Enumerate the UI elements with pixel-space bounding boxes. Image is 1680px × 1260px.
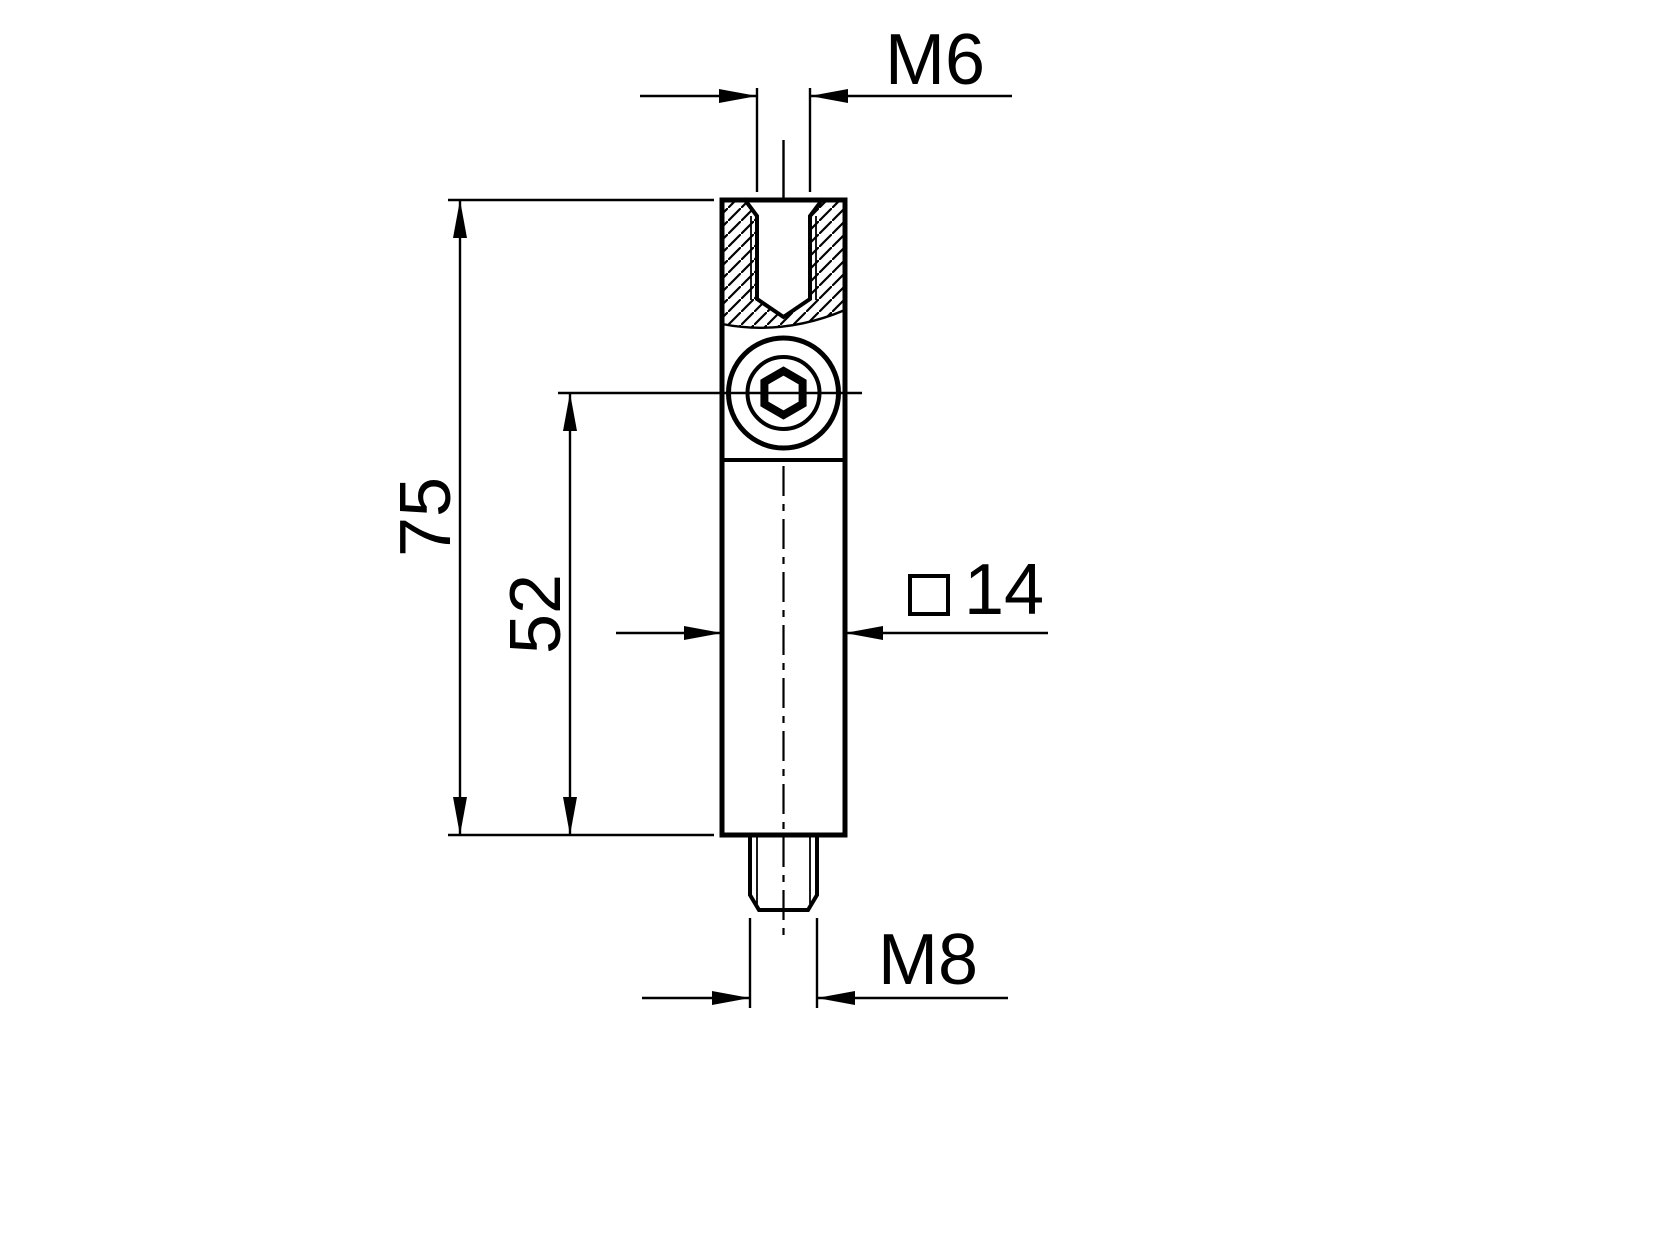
m8-arrow-right xyxy=(817,991,855,1005)
sq14-arrow-right xyxy=(845,626,883,640)
h52-arrow-top xyxy=(563,393,577,431)
dim-label-m6: M6 xyxy=(885,20,985,100)
h75-arrow-bottom xyxy=(453,797,467,835)
dimension-14: 14 xyxy=(616,550,1048,640)
dimension-m6: M6 xyxy=(640,20,1012,192)
m6-arrow-left xyxy=(719,89,757,103)
section-boundary-arc xyxy=(721,308,846,329)
sq14-arrow-left xyxy=(684,626,722,640)
hatch-section xyxy=(721,197,846,329)
dim-label-75: 75 xyxy=(386,477,466,557)
dim-label-m8: M8 xyxy=(878,920,978,1000)
dimension-75: 75 xyxy=(386,198,714,837)
dimension-m8: M8 xyxy=(642,918,1008,1008)
hex-socket xyxy=(760,366,807,420)
h75-arrow-top xyxy=(453,200,467,238)
m8-arrow-left xyxy=(712,991,750,1005)
hatch-fill xyxy=(722,200,845,328)
m6-arrow-right xyxy=(810,89,848,103)
dim-label-14: 14 xyxy=(964,550,1044,630)
tapped-hole-outline xyxy=(742,197,825,320)
square-symbol xyxy=(908,574,950,616)
dim-label-52: 52 xyxy=(496,574,576,654)
h52-arrow-bottom xyxy=(563,797,577,835)
dimension-52: 52 xyxy=(496,393,577,835)
centerlines xyxy=(558,140,862,938)
